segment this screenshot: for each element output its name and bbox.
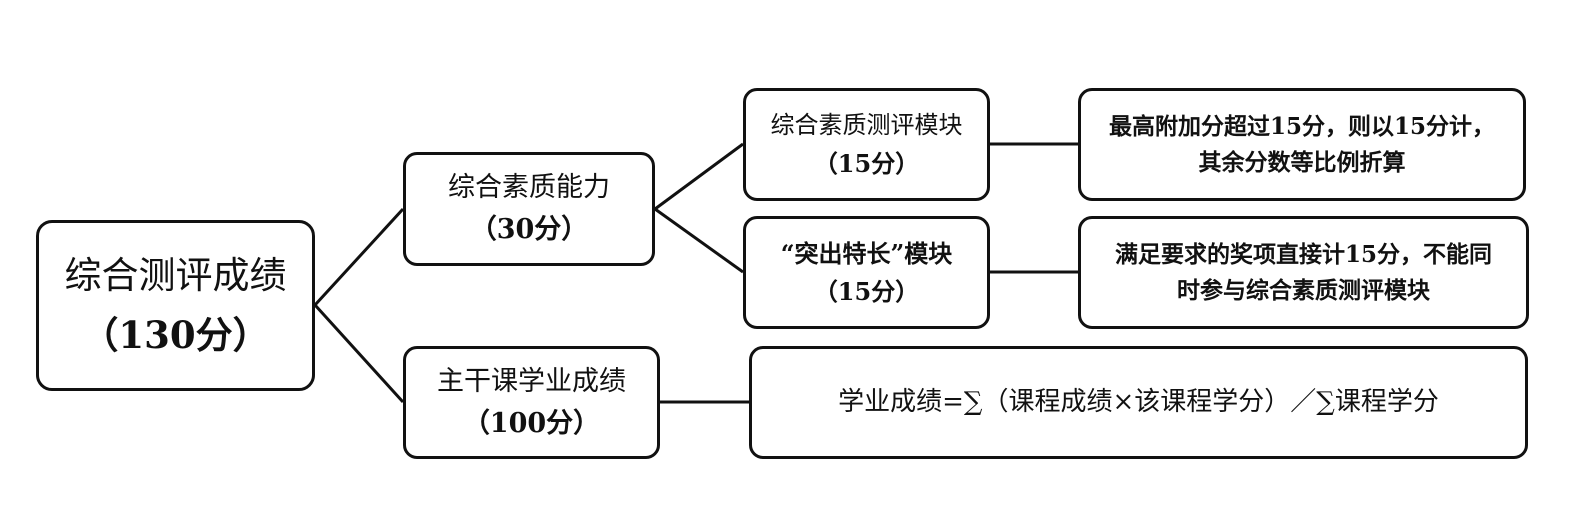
connector-quality-module2 [654, 207, 744, 274]
node-academic-score-title: 主干课学业成绩 [437, 365, 626, 397]
node-quality-ability-title: 综合素质能力 [448, 172, 610, 204]
academic-formula-text: 学业成绩=∑（课程成绩×该课程学分）／∑课程学分 [838, 387, 1439, 418]
node-total-score: 综合测评成绩 （130分） [36, 220, 315, 391]
node-quality-assessment-module-title: 综合素质测评模块 [770, 111, 963, 140]
node-total-score-title: 综合测评成绩 [64, 254, 287, 298]
academic-formula: 学业成绩=∑（课程成绩×该课程学分）／∑课程学分 [749, 346, 1528, 459]
node-special-talent-module-points: （15分） [813, 276, 920, 306]
node-quality-assessment-module-points: （15分） [813, 148, 920, 178]
node-quality-assessment-module: 综合素质测评模块 （15分） [743, 88, 990, 201]
rule-quality-assessment-line2: 其余分数等比例折算 [1198, 148, 1406, 176]
node-academic-score-points: （100分） [462, 407, 601, 439]
node-quality-ability: 综合素质能力 （30分） [403, 152, 655, 266]
node-quality-ability-points: （30分） [469, 214, 589, 245]
connector-root-academic [313, 303, 405, 404]
rule-special-talent: 满足要求的奖项直接计15分，不能同 时参与综合素质测评模块 [1078, 216, 1529, 329]
rule-special-talent-line2: 时参与综合素质测评模块 [1177, 276, 1430, 304]
connector-root-quality [313, 207, 405, 307]
node-academic-score: 主干课学业成绩 （100分） [403, 346, 660, 459]
rule-quality-assessment: 最高附加分超过15分，则以15分计， 其余分数等比例折算 [1078, 88, 1526, 201]
node-special-talent-module-title: “突出特长”模块 [780, 239, 953, 269]
rule-special-talent-line1: 满足要求的奖项直接计15分，不能同 [1114, 240, 1492, 268]
node-total-score-points: （130分） [81, 312, 270, 357]
connector-quality-module1 [654, 142, 744, 211]
rule-quality-assessment-line1: 最高附加分超过15分，则以15分计， [1108, 112, 1495, 140]
node-special-talent-module: “突出特长”模块 （15分） [743, 216, 990, 329]
